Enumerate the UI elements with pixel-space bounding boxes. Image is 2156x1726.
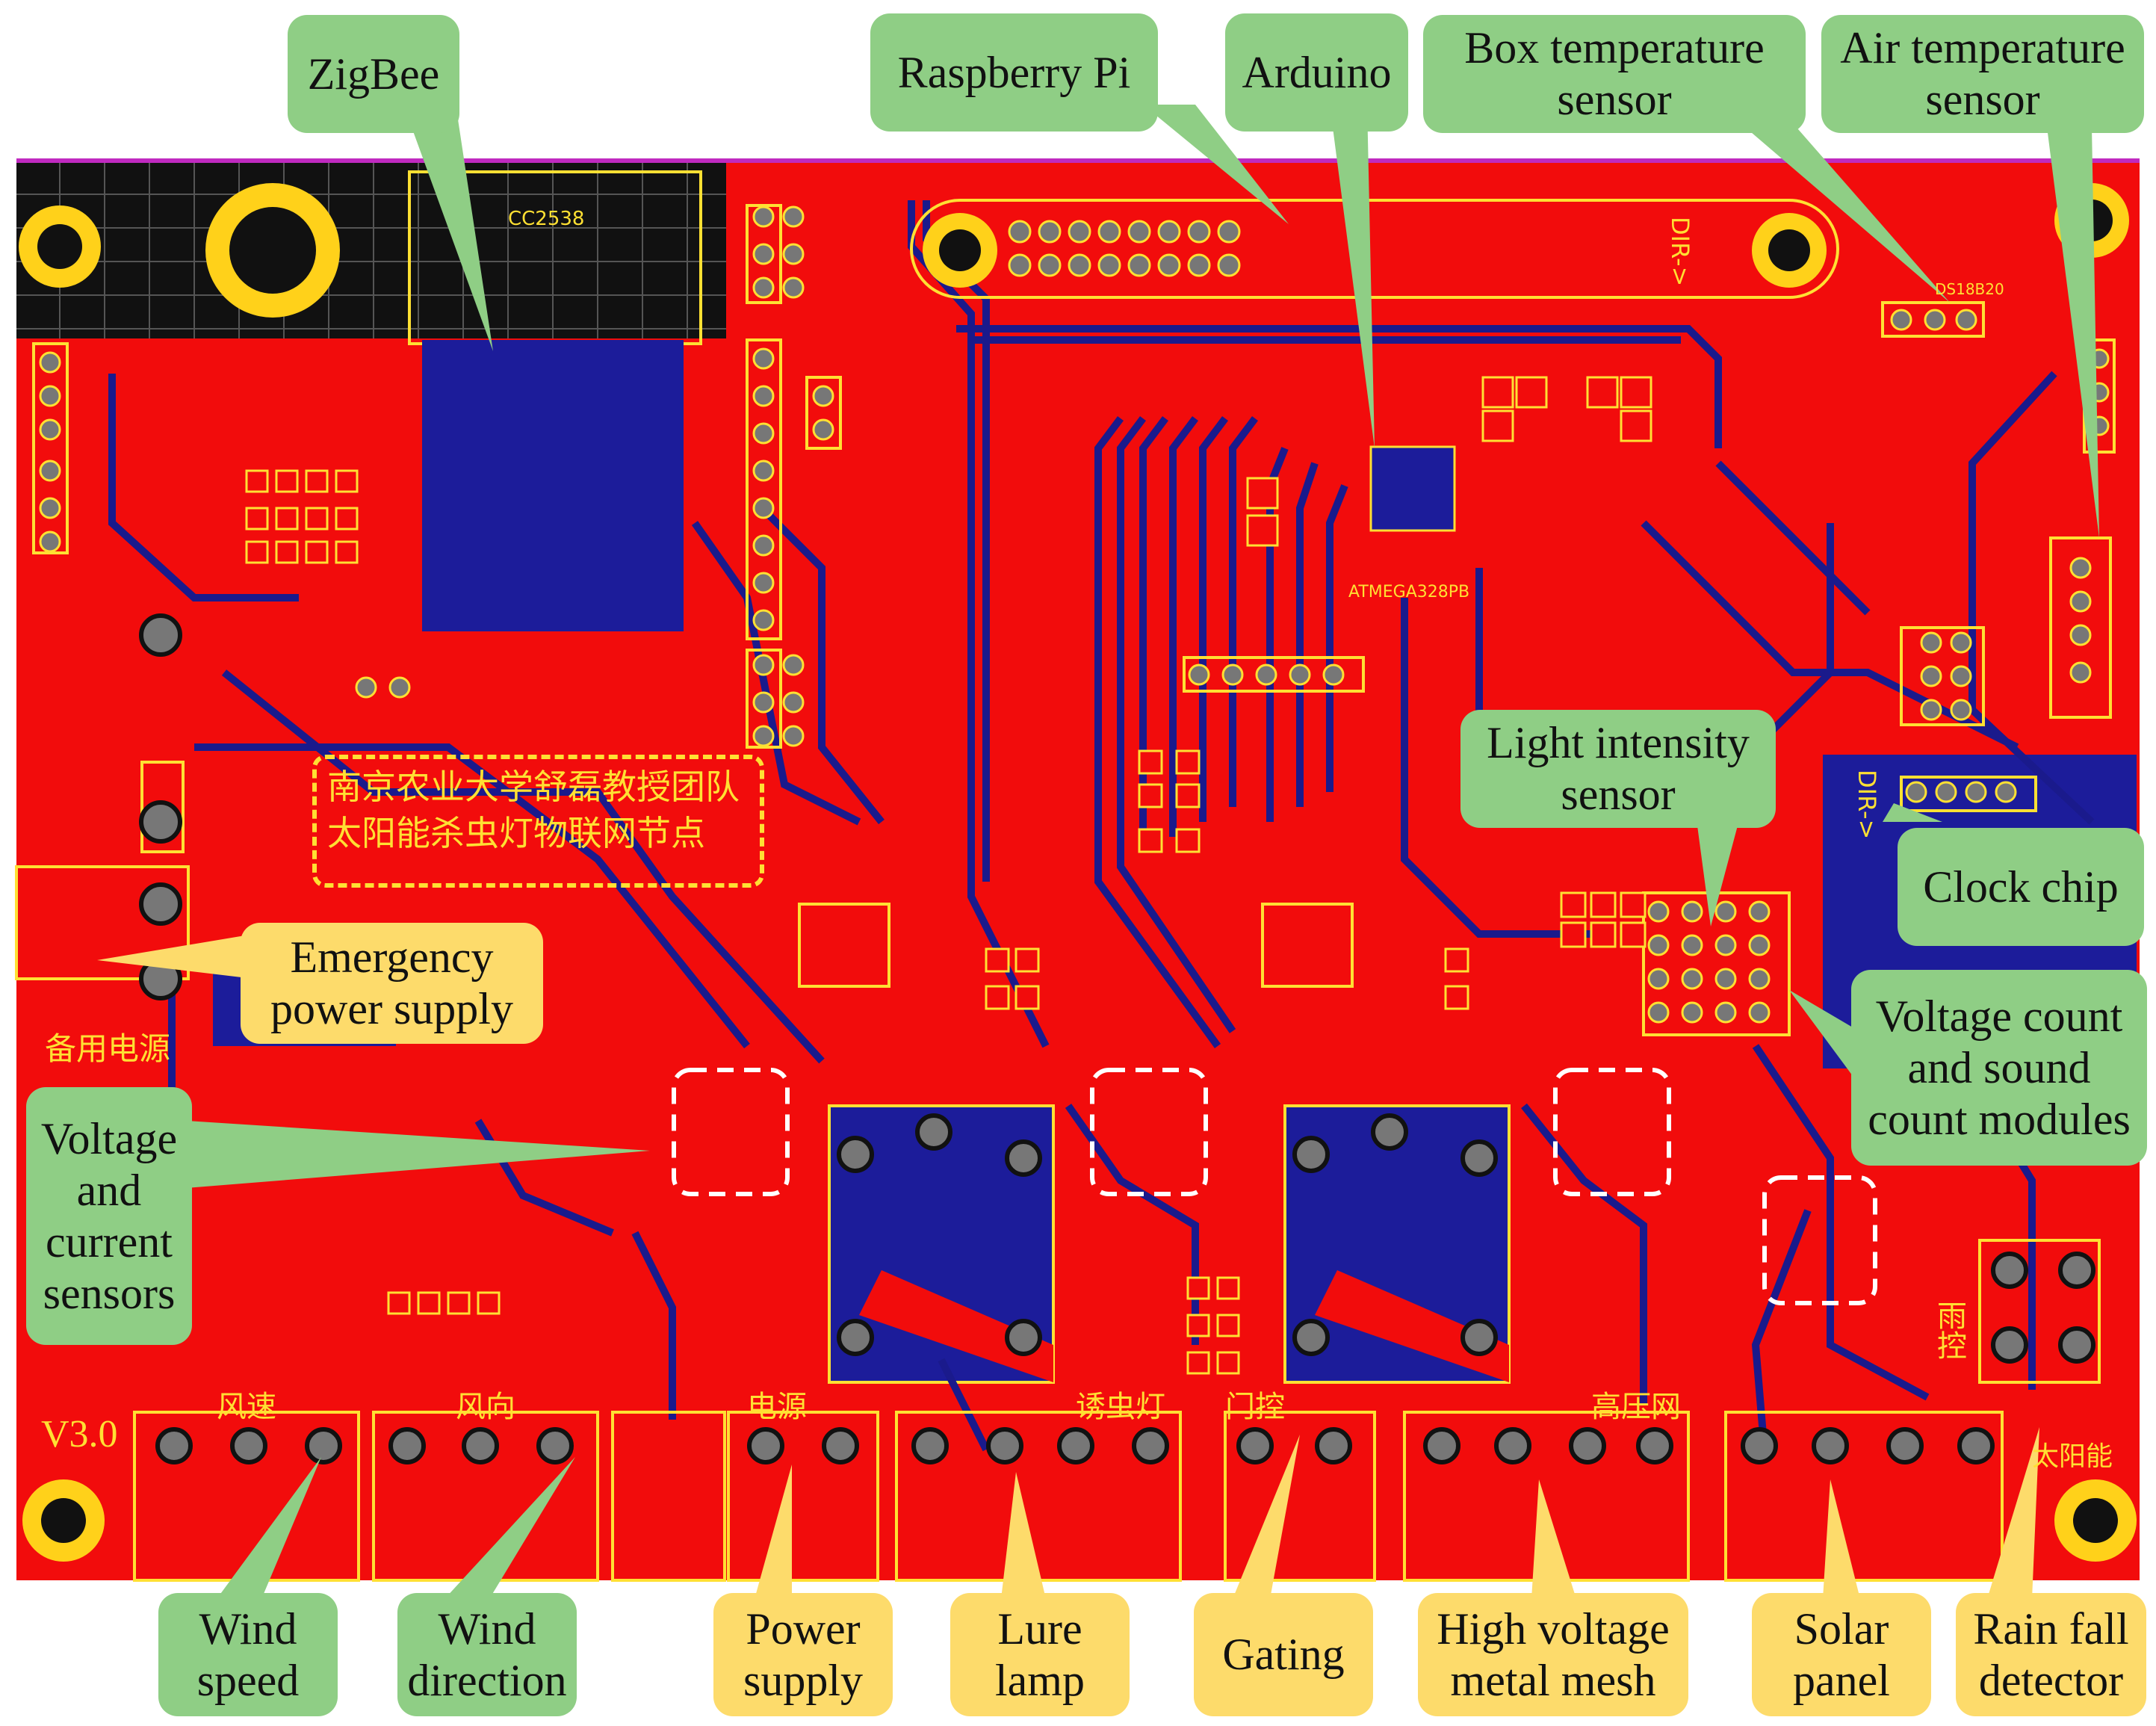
ds18b20-label: DS18B20 xyxy=(1935,280,2004,298)
box-temp-line-1: Box temperature xyxy=(1464,23,1765,72)
raspberry-pi-label: Raspberry Pi xyxy=(897,47,1131,97)
box-temp-line-2: sensor xyxy=(1557,75,1672,124)
wind-speed-callout: Wind speed xyxy=(158,1593,338,1716)
wind-speed-line-1: Wind xyxy=(199,1603,297,1654)
voltage-current-line-3: current xyxy=(46,1216,173,1266)
voltage-sound-line-1: Voltage count xyxy=(1875,991,2123,1041)
gating-label: Gating xyxy=(1222,1630,1345,1679)
power-supply-callout: Power supply xyxy=(713,1593,893,1716)
high-voltage-line-2: metal mesh xyxy=(1450,1655,1656,1705)
clock-chip-label: Clock chip xyxy=(1923,862,2119,912)
power-supply-line-2: supply xyxy=(743,1655,864,1705)
emergency-power-line-1: Emergency xyxy=(290,932,494,982)
wind-speed-cn-label: 风速 xyxy=(217,1390,276,1424)
wind-dir-cn-label: 风向 xyxy=(456,1390,515,1424)
voltage-sound-line-3: count modules xyxy=(1868,1094,2131,1144)
version-label: V3.0 xyxy=(41,1413,118,1456)
atmega-label: ATMEGA328PB xyxy=(1348,583,1470,601)
air-temp-line-1: Air temperature xyxy=(1840,23,2125,72)
voltage-current-line-2: and xyxy=(76,1165,142,1215)
lure-cn-label: 诱虫灯 xyxy=(1076,1390,1165,1424)
rain-cn-label: 雨控 xyxy=(1932,1300,1966,1360)
rain-fall-line-1: Rain fall xyxy=(1973,1603,2129,1654)
zigbee-callout: ZigBee xyxy=(288,15,459,133)
chinese-note-line-2: 太阳能杀虫灯物联网节点 xyxy=(327,813,705,854)
voltage-current-callout: Voltage and current sensors xyxy=(26,1087,192,1345)
dir-right-label: DIR-> xyxy=(1853,770,1881,840)
air-temp-line-2: sensor xyxy=(1925,75,2040,124)
solar-cn-label: 太阳能 xyxy=(2032,1441,2113,1472)
wind-direction-line-2: direction xyxy=(407,1655,567,1705)
voltage-current-line-4: sensors xyxy=(43,1268,176,1318)
hv-cn-label: 高压网 xyxy=(1591,1390,1681,1424)
solar-panel-line-1: Solar xyxy=(1794,1603,1889,1654)
power-supply-line-1: Power xyxy=(746,1603,861,1654)
air-temperature-callout: Air temperature sensor xyxy=(1821,15,2144,133)
power-cn-label: 电源 xyxy=(747,1390,807,1424)
voltage-sound-line-2: and sound xyxy=(1907,1042,2091,1092)
cc2538-label: CC2538 xyxy=(508,208,585,230)
high-voltage-line-1: High voltage xyxy=(1437,1603,1670,1654)
lure-lamp-callout: Lure lamp xyxy=(950,1593,1130,1716)
voltage-sound-callout: Voltage count and sound count modules xyxy=(1851,970,2147,1166)
light-intensity-line-1: Light intensity xyxy=(1487,718,1750,767)
light-intensity-line-2: sensor xyxy=(1561,770,1676,819)
gate-cn-label: 门控 xyxy=(1225,1390,1285,1424)
chinese-note-line-1: 南京农业大学舒磊教授团队 xyxy=(327,767,740,807)
clock-chip-callout: Clock chip xyxy=(1898,828,2144,946)
voltage-current-line-1: Voltage xyxy=(40,1113,178,1163)
raspberry-pi-callout: Raspberry Pi xyxy=(870,13,1158,132)
emergency-power-callout: Emergency power supply xyxy=(241,923,543,1044)
arduino-label: Arduino xyxy=(1242,47,1392,97)
dir-top-label: DIR-> xyxy=(1666,217,1694,287)
box-temperature-callout: Box temperature sensor xyxy=(1423,15,1806,133)
arduino-callout: Arduino xyxy=(1225,13,1408,132)
wind-direction-callout: Wind direction xyxy=(397,1593,577,1716)
rain-fall-line-2: detector xyxy=(1978,1655,2124,1705)
lure-lamp-line-2: lamp xyxy=(995,1655,1085,1705)
wind-speed-line-2: speed xyxy=(196,1655,300,1705)
solar-panel-line-2: panel xyxy=(1793,1655,1890,1705)
backup-power-label: 备用电源 xyxy=(45,1030,171,1067)
board-chinese-note: 南京农业大学舒磊教授团队 太阳能杀虫灯物联网节点 xyxy=(312,755,764,888)
high-voltage-callout: High voltage metal mesh xyxy=(1418,1593,1688,1716)
lure-lamp-line-1: Lure xyxy=(997,1603,1082,1654)
gating-callout: Gating xyxy=(1194,1593,1373,1716)
zigbee-label: ZigBee xyxy=(307,49,440,99)
light-intensity-callout: Light intensity sensor xyxy=(1460,710,1776,828)
wind-direction-line-1: Wind xyxy=(438,1603,536,1654)
solar-panel-callout: Solar panel xyxy=(1752,1593,1931,1716)
rain-fall-callout: Rain fall detector xyxy=(1956,1593,2146,1716)
emergency-power-line-2: power supply xyxy=(270,984,513,1033)
